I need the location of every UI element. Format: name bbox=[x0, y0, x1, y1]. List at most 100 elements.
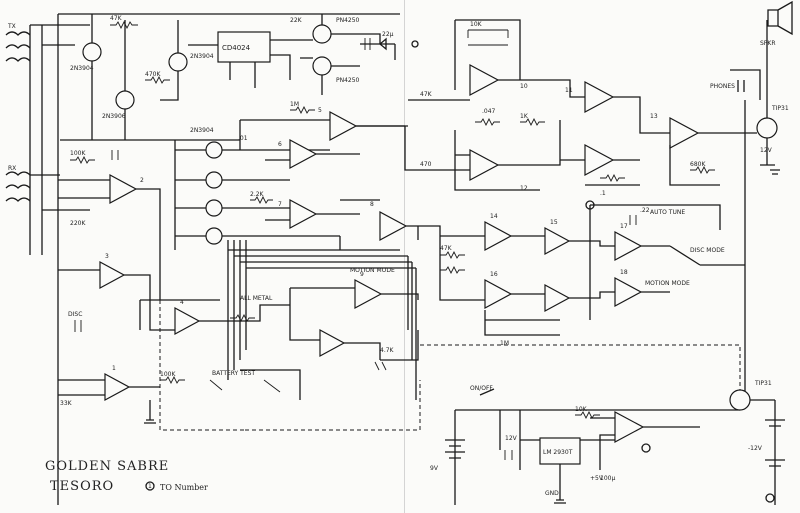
opamp-mode-3 bbox=[484, 278, 513, 310]
node-number: 13 bbox=[650, 113, 658, 120]
switch-fet-2 bbox=[205, 171, 223, 189]
opamp-filter-3 bbox=[469, 148, 500, 182]
speaker-icon bbox=[767, 0, 793, 36]
resistor-label: 680K bbox=[690, 161, 706, 168]
resistor-label: 470K bbox=[145, 71, 161, 78]
capacitor-label: .01 bbox=[238, 135, 248, 142]
opamp-disc bbox=[354, 278, 383, 310]
resistor-label: 33K bbox=[60, 400, 73, 407]
opamp-battery bbox=[614, 410, 645, 444]
maker: TESORO bbox=[50, 479, 114, 494]
transistor-output bbox=[756, 117, 778, 139]
resistor-label: 2.2K bbox=[250, 191, 265, 198]
demodulator-section: 2N3904 1M 2.2K .01 5 6 7 8 bbox=[174, 101, 418, 250]
opamp-filter-2 bbox=[584, 80, 615, 114]
opamp-mode-4 bbox=[544, 283, 571, 313]
transistor-label: PN4250 bbox=[336, 77, 360, 84]
transistor-q5 bbox=[312, 56, 332, 76]
node-number: 18 bbox=[620, 269, 628, 276]
resistor-label: 100K bbox=[160, 371, 176, 378]
opamp-disc-2 bbox=[319, 328, 346, 358]
transistor-q3 bbox=[168, 52, 188, 72]
resistor-label: 220K bbox=[70, 220, 86, 227]
transistor-q2 bbox=[115, 90, 135, 110]
switch-label: MOTION MODE bbox=[350, 267, 395, 274]
coil-section: TX RX bbox=[5, 14, 90, 505]
node-number: 12 bbox=[520, 185, 528, 192]
node-number: 7 bbox=[278, 201, 282, 208]
test-point bbox=[641, 443, 651, 453]
transistor-label: TIP31 bbox=[754, 380, 772, 387]
transistor-label: 2N3904 bbox=[190, 53, 214, 60]
switch-fet-1 bbox=[205, 141, 223, 159]
opamp-audio-pre bbox=[104, 372, 131, 402]
node-number: 15 bbox=[550, 219, 558, 226]
switch-label: AUTO TUNE bbox=[650, 209, 685, 216]
ic-cd4024 bbox=[217, 31, 271, 63]
power-section: LM 2930T ON/OFF 9V 12V +5V -12V 10K 100μ… bbox=[430, 380, 785, 505]
title: GOLDEN SABRE bbox=[45, 459, 169, 474]
resistor-label: 47K bbox=[440, 245, 453, 252]
signal-bus bbox=[227, 240, 417, 400]
resistor-label: 10K bbox=[575, 406, 588, 413]
transistor-label: 2N3904 bbox=[70, 65, 94, 72]
preamp-section: 100K 220K 2 bbox=[58, 150, 161, 300]
opamp-mode-2 bbox=[544, 226, 571, 256]
ground-balance-section: DISC ALL METAL MOTION MODE BATTERY TEST … bbox=[58, 253, 400, 424]
headphone-label: PHONES bbox=[710, 83, 735, 90]
opamp-filter-4 bbox=[584, 143, 615, 177]
resistor-label: 470 bbox=[420, 161, 432, 168]
transistor-power bbox=[729, 389, 751, 411]
speaker-label: SPKR bbox=[760, 40, 776, 47]
transistor-q4 bbox=[312, 24, 332, 44]
switch-label: DISC MODE bbox=[690, 247, 725, 254]
ic-lm2930t bbox=[539, 437, 581, 465]
filter-section: 47K 470 10K 1K 680K .047 .1 10 11 12 13 bbox=[408, 19, 745, 197]
resistor-label: 1M bbox=[500, 340, 509, 347]
resistor-label: 100K bbox=[70, 150, 86, 157]
counter-section: CD4024 PN4250 PN4250 22K 22μ bbox=[188, 14, 419, 95]
transistor-label: PN4250 bbox=[336, 17, 360, 24]
resistor-label: 47K bbox=[110, 15, 123, 22]
switch-label: ON/OFF bbox=[470, 385, 493, 392]
opamp-demod-4 bbox=[379, 210, 408, 242]
supply-label: 12V bbox=[760, 147, 773, 154]
coil-rx-label: RX bbox=[8, 165, 16, 172]
node-number: 17 bbox=[620, 223, 628, 230]
legend-mark: 1 bbox=[148, 483, 152, 490]
opamp-demod-1 bbox=[329, 110, 358, 142]
legend-circle bbox=[145, 481, 155, 491]
switch-label: DISC bbox=[68, 311, 82, 318]
capacitor-label: .047 bbox=[482, 108, 496, 115]
switch-fet-4 bbox=[205, 227, 223, 245]
node-number: 11 bbox=[565, 87, 573, 94]
node-number: 8 bbox=[370, 201, 374, 208]
dashed-link bbox=[159, 300, 741, 431]
capacitor-label: 22μ bbox=[382, 31, 394, 38]
node-number: 4 bbox=[180, 299, 184, 306]
node-number: 16 bbox=[490, 271, 498, 278]
capacitor-label: .1 bbox=[600, 190, 606, 197]
legend-text: TO Number bbox=[160, 483, 208, 492]
test-point bbox=[585, 200, 595, 210]
supply-label: 12V bbox=[505, 435, 518, 442]
ic-cd4024-label: CD4024 bbox=[222, 44, 251, 52]
cross-page-links bbox=[356, 125, 419, 361]
resistor-label: 1M bbox=[290, 101, 299, 108]
opamp-mode-1 bbox=[484, 220, 513, 252]
resistor-label: 1K bbox=[520, 113, 529, 120]
oscillator-section: 2N3904 2N3906 2N3904 47K 470K bbox=[60, 14, 240, 141]
resistor-label: 4.7K bbox=[380, 347, 395, 354]
coil-tx-label: TX bbox=[7, 23, 16, 30]
test-point bbox=[765, 493, 775, 503]
node-number: 14 bbox=[490, 213, 498, 220]
supply-label: 9V bbox=[430, 465, 439, 472]
node-number: 3 bbox=[105, 253, 109, 260]
node-number: 2 bbox=[140, 177, 144, 184]
node-number: 9 bbox=[360, 271, 364, 278]
capacitor-label: .22 bbox=[640, 207, 650, 214]
opamp-gb bbox=[99, 260, 126, 290]
supply-label: GND bbox=[545, 490, 559, 497]
